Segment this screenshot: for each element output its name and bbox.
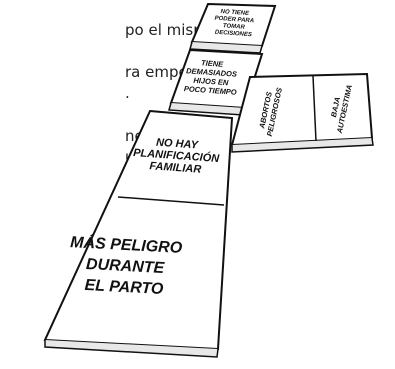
svg-text:BAJA: BAJA — [329, 96, 342, 118]
svg-text:DURANTE: DURANTE — [86, 256, 166, 277]
card-no-tiene-poder-text: NO TIENE PODER PARA TOMAR DECISIONES — [214, 9, 254, 39]
svg-text:HIJOS EN: HIJOS EN — [193, 76, 229, 87]
background-line-3: . — [125, 84, 130, 102]
svg-text:PLANIFICACIÓN: PLANIFICACIÓN — [133, 146, 221, 165]
svg-text:TOMAR: TOMAR — [223, 23, 246, 31]
card-demasiados-hijos: TIENE DEMASIADOS HIJOS EN POCO TIEMPO — [168, 48, 264, 116]
card-abortos-autoestima: ABORTOS PELIGROSOS BAJA AUTOESTIMA — [230, 72, 374, 153]
svg-text:DEMASIADOS: DEMASIADOS — [186, 66, 237, 79]
svg-text:NO HAY: NO HAY — [156, 137, 200, 152]
card-no-planificacion-text: NO HAY PLANIFICACIÓN FAMILIAR — [133, 137, 221, 176]
background-line-1: po el mismo — [125, 21, 218, 39]
svg-text:FAMILIAR: FAMILIAR — [149, 160, 202, 176]
card-demasiados-hijos-text: TIENE DEMASIADOS HIJOS EN POCO TIEMPO — [184, 58, 238, 97]
svg-text:DECISIONES: DECISIONES — [215, 30, 252, 39]
svg-text:TIENE: TIENE — [201, 58, 225, 69]
svg-text:POCO TIEMPO: POCO TIEMPO — [184, 84, 238, 97]
svg-text:EL PARTO: EL PARTO — [84, 277, 164, 298]
card-planificacion-parto: NO HAY PLANIFICACIÓN FAMILIAR MÁS PELIGR… — [43, 109, 234, 358]
svg-text:PODER PARA: PODER PARA — [214, 16, 254, 25]
card-no-tiene-poder: NO TIENE PODER PARA TOMAR DECISIONES — [189, 2, 277, 54]
svg-text:NO TIENE: NO TIENE — [220, 9, 250, 17]
